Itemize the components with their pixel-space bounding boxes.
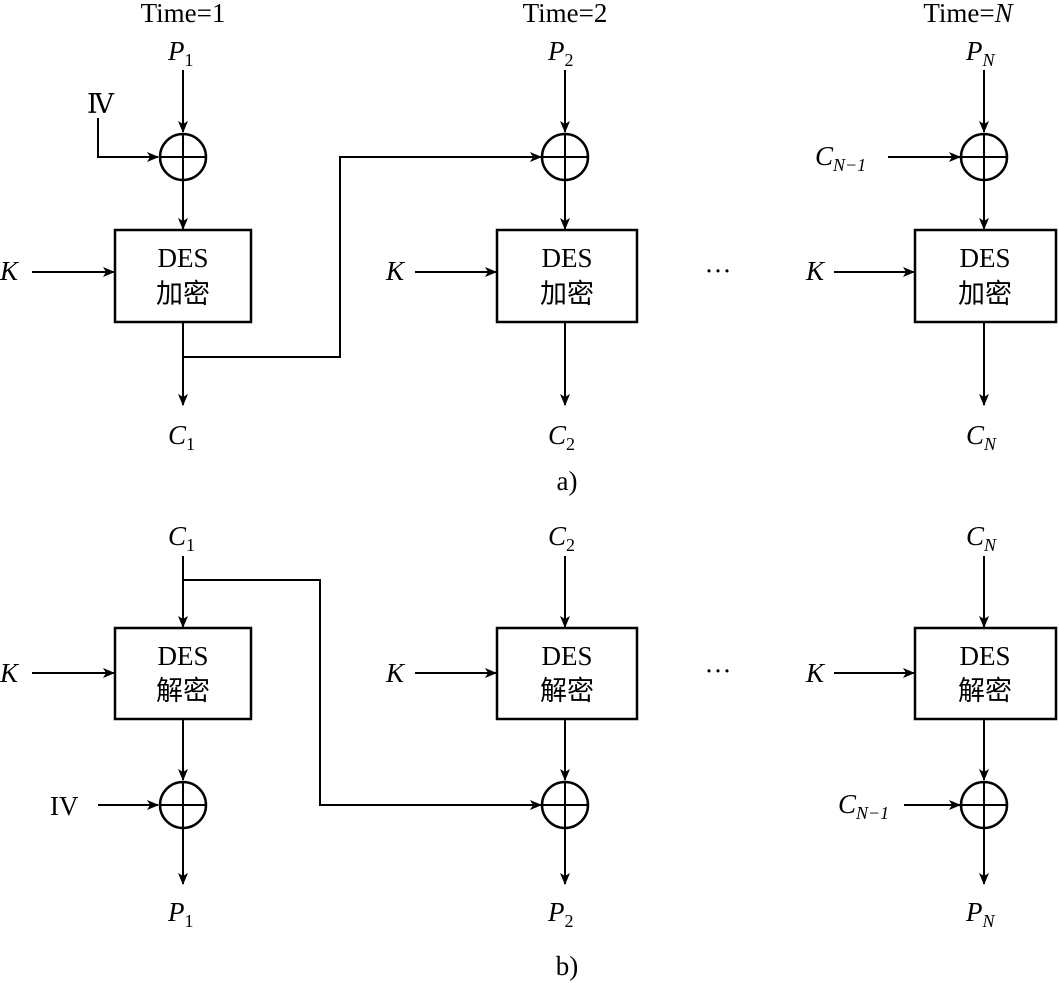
time-2-label: Time=2 bbox=[523, 0, 608, 28]
xor-icon bbox=[540, 780, 590, 830]
ciphertext-cn-label: CN bbox=[966, 420, 997, 454]
des-encrypt-box bbox=[495, 228, 639, 324]
encrypt-label: 加密 bbox=[156, 279, 210, 309]
ellipsis: ··· bbox=[705, 256, 732, 286]
encrypt-stage-n: PN CN−1 K DES 加密 CN bbox=[805, 36, 1058, 454]
decrypt-label: 解密 bbox=[156, 676, 210, 706]
iv-label-b: IV bbox=[50, 791, 79, 821]
des-label: DES bbox=[541, 243, 592, 273]
decrypt-stage-n: CN K DES 解密 CN−1 PN bbox=[805, 521, 1058, 931]
xor-icon bbox=[158, 132, 208, 182]
encryption-diagram: Time=1 Time=2 Time=N P1 Ⅳ K DES 加密 C1 bbox=[0, 0, 1058, 496]
des-label: DES bbox=[541, 641, 592, 671]
ellipsis: ··· bbox=[705, 656, 732, 686]
time-n-label: Time=N bbox=[923, 0, 1014, 28]
des-label: DES bbox=[157, 243, 208, 273]
plaintext-p1-label: P1 bbox=[167, 36, 194, 70]
ciphertext-cn-1-label: CN−1 bbox=[838, 789, 889, 823]
des-label: DES bbox=[959, 243, 1010, 273]
decrypt-stage-2: C2 K DES 解密 P2 bbox=[385, 521, 639, 931]
decryption-diagram: C1 K DES 解密 IV P1 C2 K bbox=[0, 521, 1058, 981]
des-label: DES bbox=[959, 641, 1010, 671]
ciphertext-c1-label: C1 bbox=[168, 420, 195, 454]
encrypt-stage-2: P2 K DES 加密 C2 bbox=[385, 36, 639, 454]
ciphertext-cn-input-label: CN bbox=[966, 521, 997, 555]
des-decrypt-box bbox=[913, 626, 1058, 721]
xor-icon bbox=[959, 780, 1009, 830]
des-encrypt-box bbox=[913, 228, 1058, 324]
ciphertext-c2-input-label: C2 bbox=[548, 521, 575, 555]
des-decrypt-box bbox=[113, 626, 253, 721]
time-1-label: Time=1 bbox=[141, 0, 226, 28]
encrypt-label: 加密 bbox=[958, 279, 1012, 309]
plaintext-pn-output-label: PN bbox=[965, 897, 996, 931]
chain-c1-to-xor2 bbox=[183, 579, 542, 810]
xor-icon bbox=[959, 132, 1009, 182]
decrypt-stage-1: C1 K DES 解密 IV P1 bbox=[0, 521, 253, 931]
key-label: K bbox=[385, 658, 406, 688]
des-encrypt-box bbox=[113, 228, 253, 324]
iv-label-a: Ⅳ bbox=[87, 89, 115, 119]
key-label: K bbox=[0, 256, 20, 286]
xor-icon bbox=[540, 132, 590, 182]
key-label: K bbox=[385, 256, 406, 286]
caption-b: b) bbox=[556, 951, 579, 981]
encrypt-stage-1: P1 Ⅳ K DES 加密 C1 bbox=[0, 36, 253, 454]
key-label: K bbox=[0, 658, 20, 688]
iv-arrow bbox=[97, 118, 159, 162]
chain-c1-to-xor2 bbox=[183, 152, 542, 358]
des-label: DES bbox=[157, 641, 208, 671]
encrypt-label: 加密 bbox=[540, 279, 594, 309]
decrypt-label: 解密 bbox=[540, 676, 594, 706]
decrypt-label: 解密 bbox=[958, 676, 1012, 706]
ciphertext-cn-1-label: CN−1 bbox=[815, 141, 866, 175]
key-label: K bbox=[805, 658, 826, 688]
xor-icon bbox=[158, 780, 208, 830]
plaintext-p2-output-label: P2 bbox=[547, 897, 574, 931]
ciphertext-c1-input-label: C1 bbox=[168, 521, 195, 555]
plaintext-pn-label: PN bbox=[965, 36, 996, 70]
des-decrypt-box bbox=[495, 626, 639, 721]
plaintext-p1-output-label: P1 bbox=[167, 897, 194, 931]
plaintext-p2-label: P2 bbox=[547, 36, 574, 70]
key-label: K bbox=[805, 256, 826, 286]
ciphertext-c2-label: C2 bbox=[548, 420, 575, 454]
caption-a: a) bbox=[557, 466, 578, 496]
